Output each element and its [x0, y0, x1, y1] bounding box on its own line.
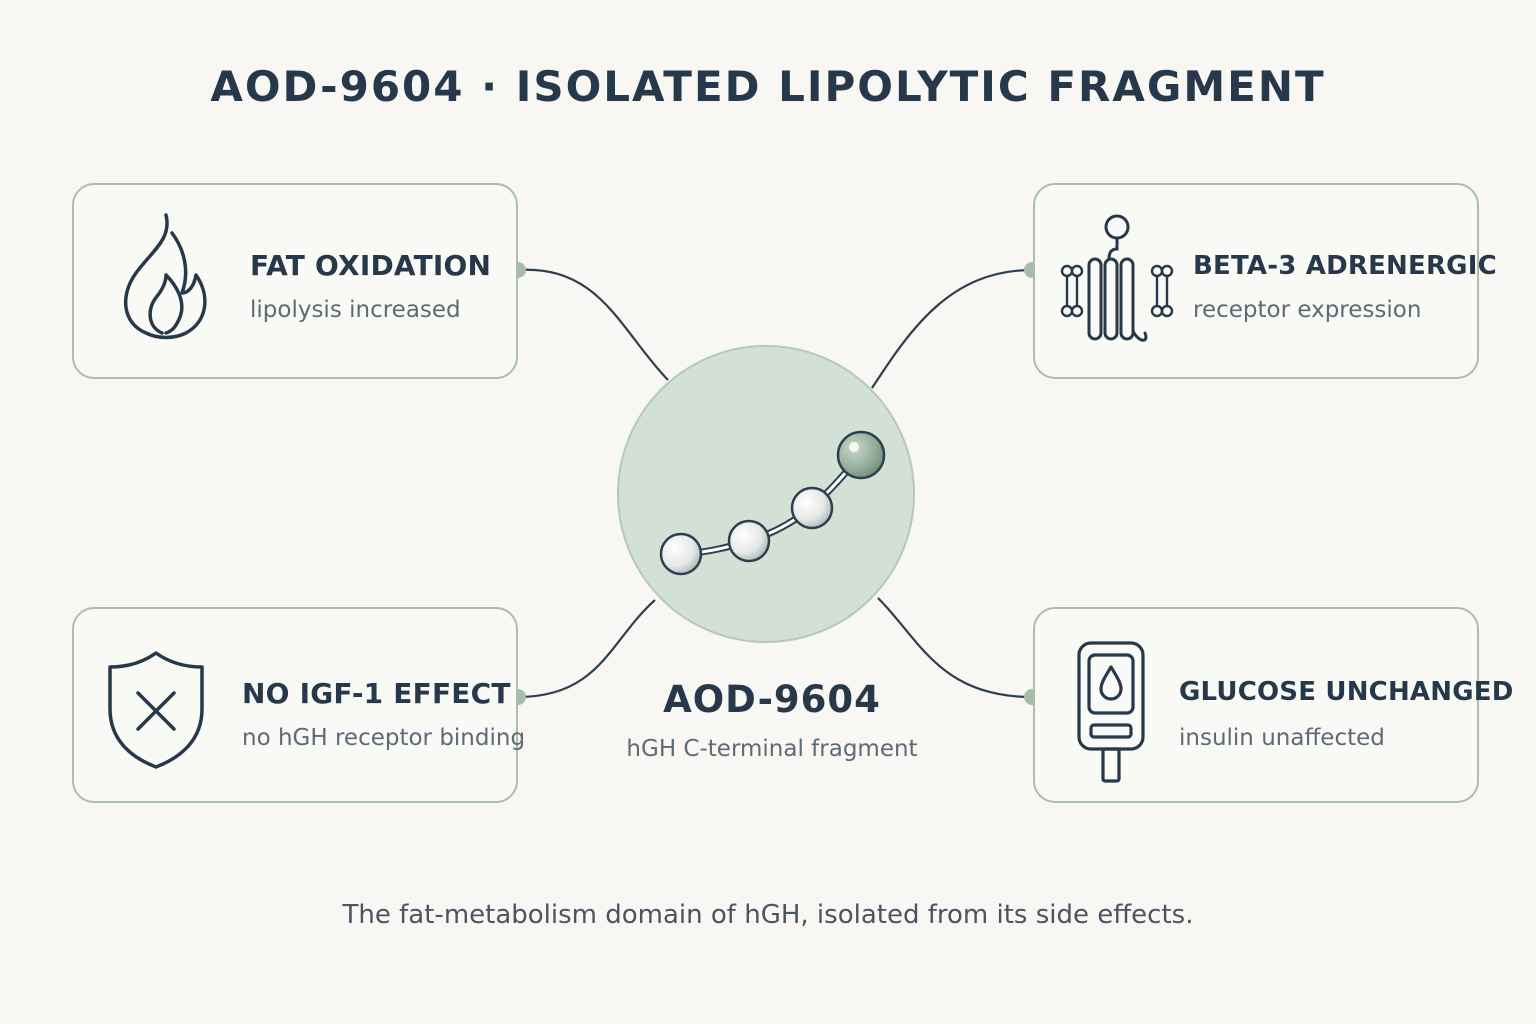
card-fat-oxidation: FAT OXIDATION lipolysis increased	[72, 183, 518, 379]
shield-x-icon	[104, 647, 208, 777]
center-hub	[617, 345, 915, 643]
card-beta3-adrenergic: BETA-3 ADRENERGIC receptor expression	[1033, 183, 1497, 379]
card-subtitle: insulin unaffected	[1179, 725, 1385, 751]
connector-no-igf1	[517, 599, 656, 699]
card-no-igf1-effect: NO IGF-1 EFFECT no hGH receptor binding	[72, 607, 525, 803]
card-title: NO IGF-1 EFFECT	[242, 677, 511, 710]
card-glucose-unchanged: GLUCOSE UNCHANGED insulin unaffected	[1033, 607, 1513, 803]
footer-caption: The fat-metabolism domain of hGH, isolat…	[342, 900, 1194, 930]
card-subtitle: no hGH receptor binding	[242, 725, 526, 751]
center-subtitle: hGH C-terminal fragment	[626, 736, 918, 762]
receptor-icon	[1059, 211, 1177, 355]
center-title: AOD-9604	[663, 678, 881, 721]
card-subtitle: lipolysis increased	[250, 297, 461, 323]
connector-beta3	[871, 268, 1033, 389]
connector-fat-oxidation	[517, 268, 669, 381]
card-subtitle: receptor expression	[1193, 297, 1422, 323]
connector-glucose	[877, 597, 1033, 699]
card-title: BETA-3 ADRENERGIC	[1193, 251, 1497, 281]
flame-icon	[114, 209, 214, 347]
glucose-meter-icon	[1073, 637, 1153, 791]
peptide-chain-icon	[659, 430, 886, 576]
card-title: GLUCOSE UNCHANGED	[1179, 677, 1514, 707]
page-title: AOD-9604 · ISOLATED LIPOLYTIC FRAGMENT	[210, 62, 1326, 111]
card-title: FAT OXIDATION	[250, 249, 492, 282]
